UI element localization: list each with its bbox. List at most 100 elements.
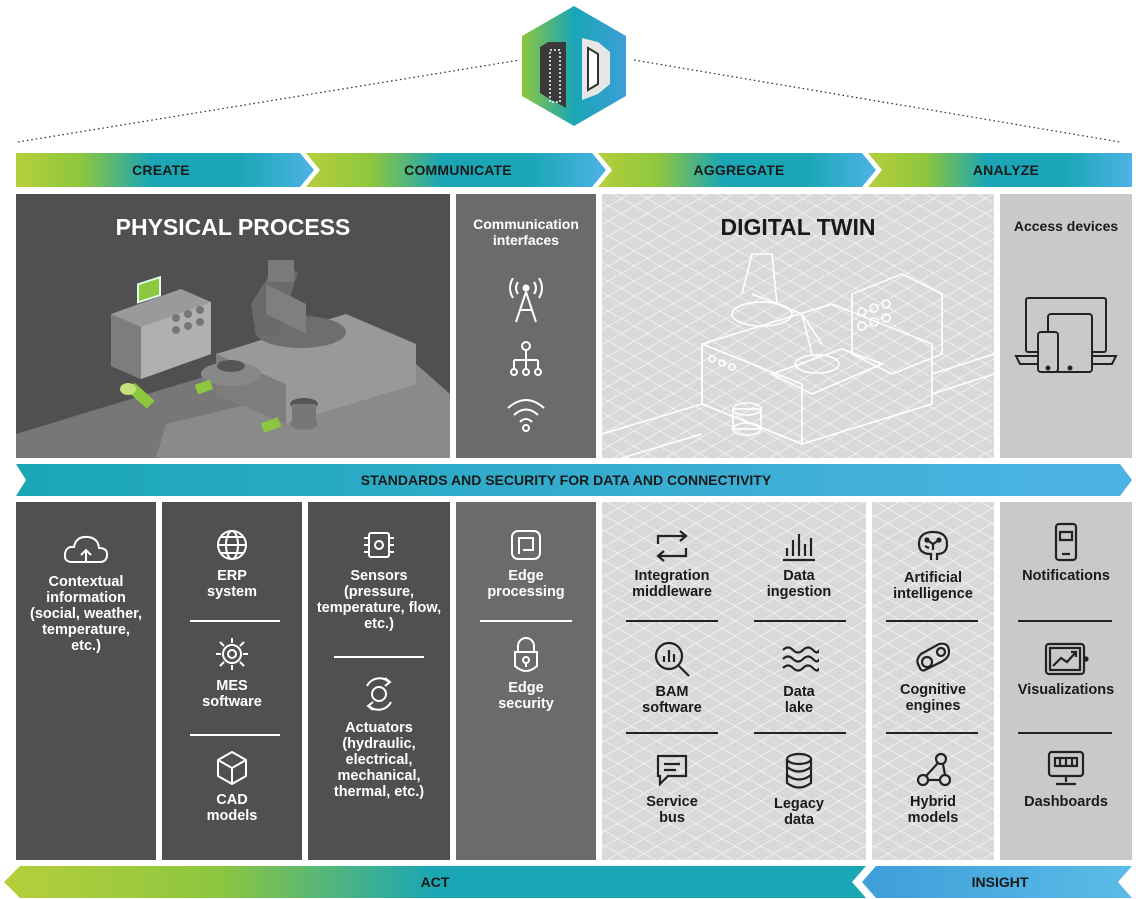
hybrid-models-item: Hybrid models xyxy=(872,752,994,826)
digital-twin-logo-icon xyxy=(522,6,626,126)
divider xyxy=(626,732,718,734)
hybrid-models-label: Hybrid models xyxy=(907,794,959,826)
cad-models-item: CAD models xyxy=(162,750,302,824)
notifications-label: Notifications xyxy=(1022,568,1110,584)
database-icon xyxy=(785,752,813,789)
devices-column: Sensors (pressure, temperature, flow, et… xyxy=(308,502,450,860)
cad-models-label: CAD models xyxy=(206,792,258,824)
artificial-intelligence-item: Artificial intelligence xyxy=(872,528,994,602)
service-bus-item: Service bus xyxy=(602,752,742,826)
magnifier-chart-icon xyxy=(654,641,690,677)
edge-processing-label: Edge processing xyxy=(487,568,565,600)
divider xyxy=(754,620,846,622)
legacy-data-label: Legacy data xyxy=(774,796,824,828)
mes-software-label: MES software xyxy=(202,678,262,710)
access-devices-panel: Access devices xyxy=(1000,194,1132,458)
context-column: Contextual information (social, weather,… xyxy=(16,502,156,860)
data-lake-item: Data lake xyxy=(732,640,866,716)
cognitive-engines-item: Cognitive engines xyxy=(872,640,994,714)
sensors-label: Sensors (pressure, temperature, flow, et… xyxy=(316,568,442,632)
analytics-column: Artificial intelligence Cognitive engine… xyxy=(872,502,994,860)
bam-software-item: BAM software xyxy=(602,640,742,716)
engine-icon xyxy=(916,642,951,672)
notifications-item: Notifications xyxy=(1000,522,1132,584)
cube-icon xyxy=(217,750,247,786)
legacy-data-item: Legacy data xyxy=(732,752,866,828)
wifi-icon xyxy=(507,399,545,432)
divider xyxy=(190,620,280,622)
visualizations-item: Visualizations xyxy=(1000,642,1132,698)
trend-screen-icon xyxy=(1044,642,1089,676)
bar-lines-icon xyxy=(783,534,815,562)
edge-column: Edge processing Edge security xyxy=(456,502,596,860)
erp-system-item: ERP system xyxy=(162,528,302,600)
artificial-intelligence-label: Artificial intelligence xyxy=(893,570,973,602)
brain-icon xyxy=(917,530,949,560)
network-icon xyxy=(916,752,951,787)
visualizations-label: Visualizations xyxy=(1017,682,1115,698)
globe-icon xyxy=(217,530,247,560)
divider xyxy=(886,732,978,734)
divider xyxy=(886,620,978,622)
lock-icon xyxy=(514,637,538,672)
stage-communicate: COMMUNICATE xyxy=(404,162,512,178)
hierarchy-icon xyxy=(510,341,542,376)
digital-twin-machine-illustration xyxy=(602,253,994,458)
stage-aggregate: AGGREGATE xyxy=(693,162,785,178)
sync-arrows-icon xyxy=(656,530,688,562)
enterprise-column: ERP system MES software CAD models xyxy=(162,502,302,860)
divider xyxy=(480,620,572,622)
integration-middleware-label: Integration middleware xyxy=(632,568,712,600)
divider xyxy=(190,734,280,736)
contextual-information-label: Contextual information (social, weather,… xyxy=(29,574,143,654)
insight-column: Notifications Visualizations Dashboards xyxy=(1000,502,1132,860)
actuators-item: Actuators (hydraulic, electrical, mechan… xyxy=(308,674,450,800)
phone-icon xyxy=(1054,522,1078,562)
rotate-icon xyxy=(366,677,392,711)
digital-twin-panel: DIGITAL TWIN xyxy=(602,194,994,458)
act-label: ACT xyxy=(420,874,450,890)
insight-label: INSIGHT xyxy=(971,874,1029,890)
header-graphic xyxy=(17,6,1121,143)
edge-square-icon xyxy=(511,530,541,560)
contextual-information-item: Contextual information (social, weather,… xyxy=(16,532,156,654)
antenna-icon xyxy=(509,278,543,323)
bottom-bar-shape xyxy=(4,866,1132,898)
edge-processing-item: Edge processing xyxy=(456,528,596,600)
message-icon xyxy=(656,754,688,787)
gear-icon xyxy=(216,638,248,670)
chip-icon xyxy=(364,532,394,558)
communication-interfaces-panel: Communication interfaces xyxy=(456,194,596,458)
standards-bar-label: STANDARDS AND SECURITY FOR DATA AND CONN… xyxy=(360,472,772,488)
bam-software-label: BAM software xyxy=(642,684,702,716)
divider xyxy=(334,656,424,658)
erp-system-label: ERP system xyxy=(207,568,257,600)
stage-bar xyxy=(16,153,1132,187)
dashboards-label: Dashboards xyxy=(1024,794,1108,810)
stage-create: CREATE xyxy=(132,162,190,178)
integration-middleware-item: Integration middleware xyxy=(602,530,742,600)
divider xyxy=(1018,620,1112,622)
edge-security-item: Edge security xyxy=(456,636,596,712)
actuators-label: Actuators (hydraulic, electrical, mechan… xyxy=(333,720,425,800)
factory-machine-illustration xyxy=(16,260,450,458)
service-bus-label: Service bus xyxy=(646,794,698,826)
sensors-item: Sensors (pressure, temperature, flow, et… xyxy=(308,528,450,632)
integration-block: Integration middleware BAM software Serv… xyxy=(602,502,866,860)
physical-process-title: PHYSICAL PROCESS xyxy=(115,214,351,240)
cloud-upload-icon xyxy=(63,535,109,563)
divider xyxy=(754,732,846,734)
dashboards-item: Dashboards xyxy=(1000,750,1132,810)
digital-twin-title: DIGITAL TWIN xyxy=(720,214,876,240)
waves-icon xyxy=(782,646,819,672)
physical-process-panel: PHYSICAL PROCESS xyxy=(16,194,450,458)
standards-bar-shape xyxy=(16,464,1132,496)
communication-interfaces-title: Communication interfaces xyxy=(473,216,579,248)
data-ingestion-label: Data ingestion xyxy=(766,568,832,600)
access-devices-title: Access devices xyxy=(1013,218,1119,234)
divider xyxy=(626,620,718,622)
stage-analyze: ANALYZE xyxy=(972,162,1040,178)
devices-icon xyxy=(1014,297,1118,373)
cognitive-engines-label: Cognitive engines xyxy=(899,682,967,714)
data-lake-label: Data lake xyxy=(783,684,815,716)
